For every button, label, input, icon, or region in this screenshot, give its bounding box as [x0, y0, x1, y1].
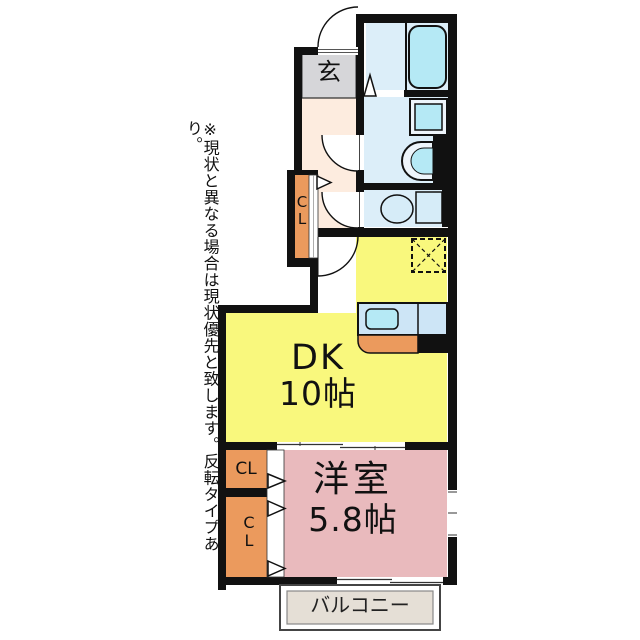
- toilet-bowl: [380, 194, 414, 224]
- wall-left-upper: [294, 47, 302, 175]
- balcony-window-opening: [337, 577, 443, 585]
- closet-top-label: CL: [235, 459, 257, 479]
- toilet-door-arc: [321, 191, 359, 229]
- wall-top: [356, 14, 457, 23]
- refrigerator-space-dashed-box: [411, 238, 446, 273]
- fixtures: [302, 23, 448, 354]
- wall-toilet-right: [442, 190, 448, 227]
- washroom-door-arc: [321, 134, 359, 172]
- balcony-label: バルコニー: [310, 593, 410, 617]
- door-arcs: [317, 6, 359, 277]
- closet-top-floor: [225, 450, 267, 488]
- bathroom-door-gap: [366, 90, 404, 97]
- dk-door-arc: [317, 235, 359, 277]
- refrigerator-cross2: [411, 238, 446, 273]
- wall-closet-hall-top: [295, 170, 318, 175]
- kitchen-base-cabinet: [357, 334, 419, 354]
- kitchen-sink: [365, 308, 399, 330]
- sliding-door-markers: [267, 174, 333, 578]
- toilet-tank: [415, 191, 443, 224]
- washroom-door-swing-area: [322, 135, 358, 171]
- genkan-label: 玄: [317, 58, 341, 86]
- genkan-floor: [301, 52, 357, 99]
- hall-closet-floor: [295, 175, 309, 258]
- hall-closet-label: CL: [296, 193, 308, 228]
- balcony: [279, 584, 441, 631]
- balcony-deck: [286, 590, 434, 625]
- wall-genkan-top: [294, 47, 318, 55]
- closet-arrow-icon-1: [267, 472, 287, 490]
- entrance-threshold: [318, 47, 358, 55]
- western-room-label: 洋室 5.8帖: [282, 461, 424, 537]
- kitchen-wall-stub: [418, 335, 448, 353]
- wall-closet-hall-bottom: [287, 258, 318, 267]
- closet-bottom-floor: [225, 497, 267, 577]
- western-room-size: 5.8帖: [308, 499, 398, 539]
- bath-folding-door-icon: [363, 72, 377, 97]
- western-room-name: 洋室: [312, 459, 393, 500]
- wall-dk-top: [315, 228, 448, 237]
- wall-right: [448, 14, 457, 585]
- disclaimer-note: ※現状と異なる場合は現状優先と致します。反転タイプあり。: [183, 120, 220, 552]
- wash-basin-bowl: [410, 147, 434, 175]
- wall-step-horizontal: [220, 305, 318, 313]
- wall-closet-hall-left: [287, 170, 295, 267]
- bathtub: [408, 25, 447, 89]
- washing-machine: [414, 103, 443, 131]
- closet-arrow-icon-2: [267, 499, 287, 518]
- dk-floor-upper: [356, 237, 447, 313]
- dk-label: DK 10帖: [257, 340, 379, 411]
- wall-wash-toilet: [364, 183, 448, 190]
- dk-size: 10帖: [279, 373, 357, 413]
- dk-name: DK: [291, 338, 345, 378]
- wall-basin-back: [433, 135, 448, 185]
- wall-step-vertical: [310, 263, 318, 313]
- wall-between-closets: [225, 488, 267, 497]
- closet-bottom-label: CL: [243, 513, 255, 550]
- entrance-door-arc: [317, 6, 359, 48]
- wall-bath-left: [356, 14, 364, 233]
- closet-arrow-icon-3: [267, 559, 287, 578]
- hall-closet-arrow-icon: [316, 174, 333, 191]
- wall-bath-wash: [404, 90, 448, 97]
- toilet-door-swing-area: [322, 192, 358, 228]
- western-room-floor: [284, 450, 447, 577]
- dk-western-sliding-opening: [277, 442, 405, 450]
